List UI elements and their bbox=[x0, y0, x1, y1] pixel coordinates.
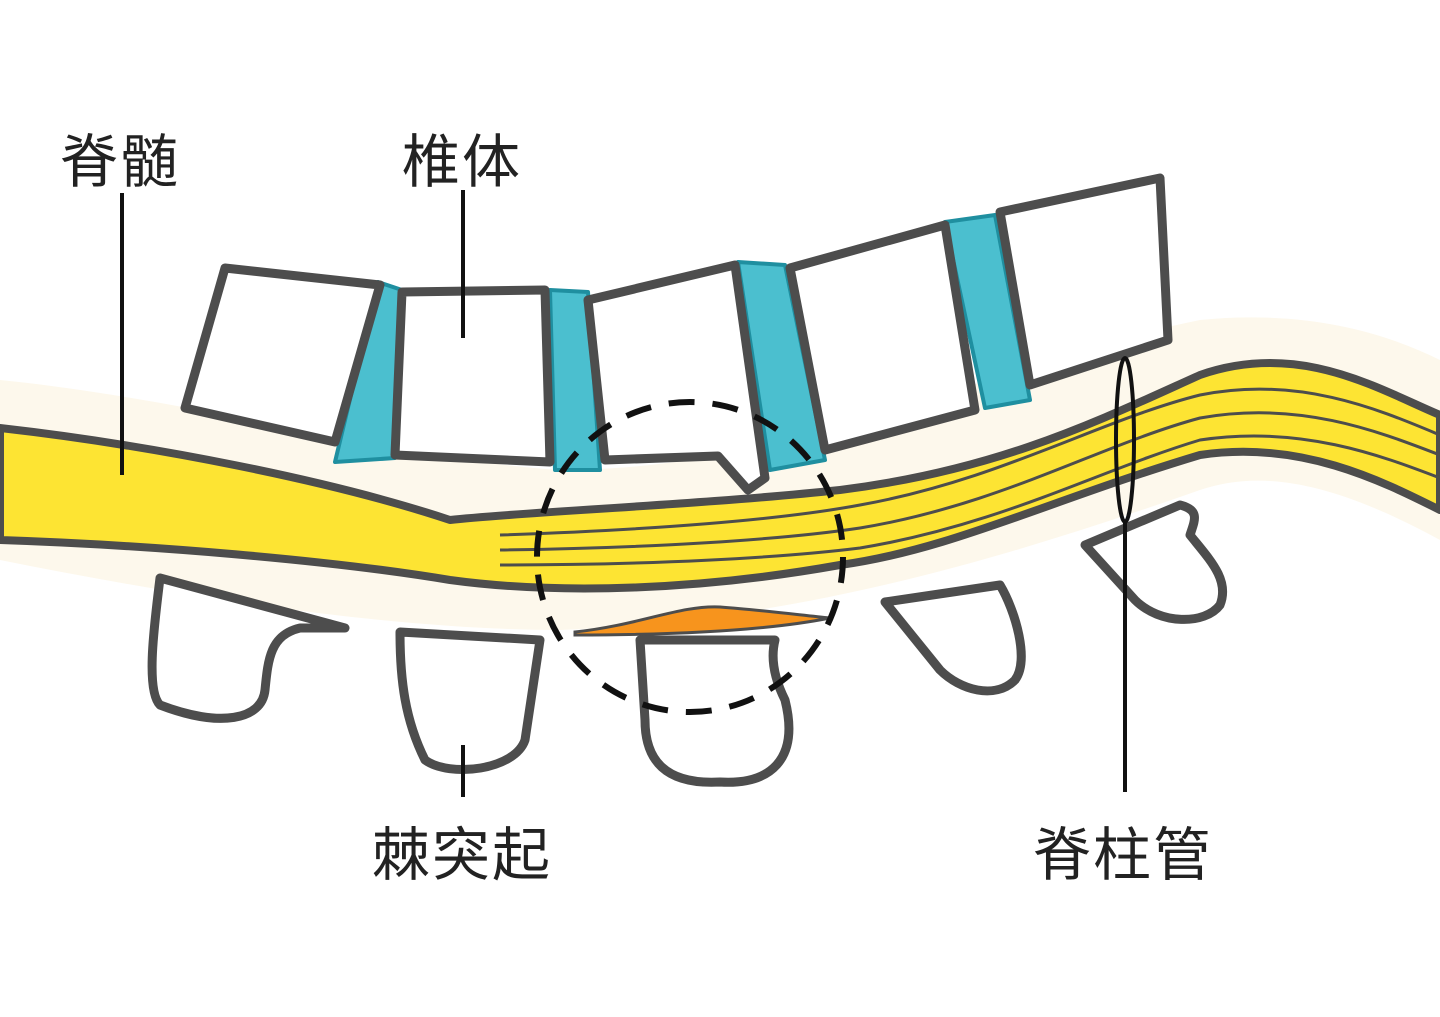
vertebral-body-2 bbox=[390, 285, 555, 467]
stenosis-highlight-circle bbox=[534, 399, 846, 715]
label-spinal-canal: 脊柱管 bbox=[1033, 821, 1214, 889]
label-vertebral-body: 椎体 bbox=[402, 128, 523, 196]
vertebral-body-1 bbox=[180, 263, 385, 447]
spinous-process-2 bbox=[395, 627, 545, 774]
vertebral-body-3 bbox=[583, 260, 770, 495]
spinous-process-3 bbox=[635, 635, 794, 787]
spinous-process-1 bbox=[147, 573, 350, 723]
label-spinous-process: 棘突起 bbox=[372, 821, 553, 889]
intervertebral-disc-3 bbox=[736, 260, 827, 472]
vertebral-body-5 bbox=[995, 173, 1173, 390]
spinous-process-5 bbox=[1080, 500, 1228, 624]
spinous-process-4 bbox=[880, 580, 1026, 696]
thickened-ligament bbox=[573, 605, 831, 637]
spinal-cord bbox=[0, 358, 1440, 593]
label-spinal-cord: 脊髄 bbox=[60, 128, 181, 196]
nerve-fibers bbox=[499, 387, 1440, 567]
intervertebral-disc-4 bbox=[943, 213, 1032, 410]
vertebral-body-4 bbox=[785, 220, 980, 455]
